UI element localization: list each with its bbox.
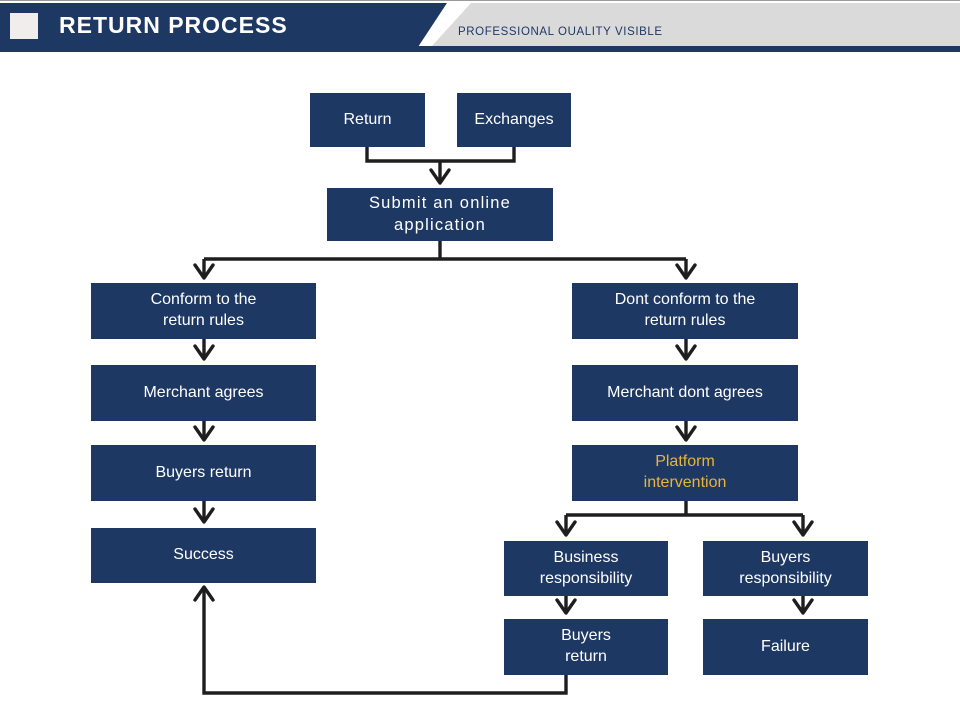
node-platform-intervention: Platform intervention [572, 445, 798, 501]
node-failure: Failure [703, 619, 868, 675]
edge-buyers-return2-to-success [193, 585, 568, 695]
node-merchant-dont-agrees: Merchant dont agrees [572, 365, 798, 421]
node-buyers-return-2: Buyers return [504, 619, 668, 675]
node-buyers-responsibility: Buyers responsibility [703, 541, 868, 596]
header-tagline-band [431, 3, 960, 47]
node-exchanges: Exchanges [457, 93, 571, 147]
node-merchant-agrees: Merchant agrees [91, 365, 316, 421]
header-divider [0, 46, 960, 52]
node-conform-rules: Conform to the return rules [91, 283, 316, 339]
node-buyers-return: Buyers return [91, 445, 316, 501]
node-business-responsibility: Business responsibility [504, 541, 668, 596]
slide-title: RETURN PROCESS [59, 11, 288, 38]
node-return: Return [310, 93, 425, 147]
node-submit-application: Submit an online application [327, 188, 553, 241]
header-banner [0, 3, 447, 47]
node-dont-conform-rules: Dont conform to the return rules [572, 283, 798, 339]
header-tagline: PROFESSIONAL OUALITY VISIBLE [458, 26, 663, 38]
header-accent-square [10, 13, 38, 39]
node-success: Success [91, 528, 316, 583]
edge-merge-return-exchanges [365, 147, 516, 163]
